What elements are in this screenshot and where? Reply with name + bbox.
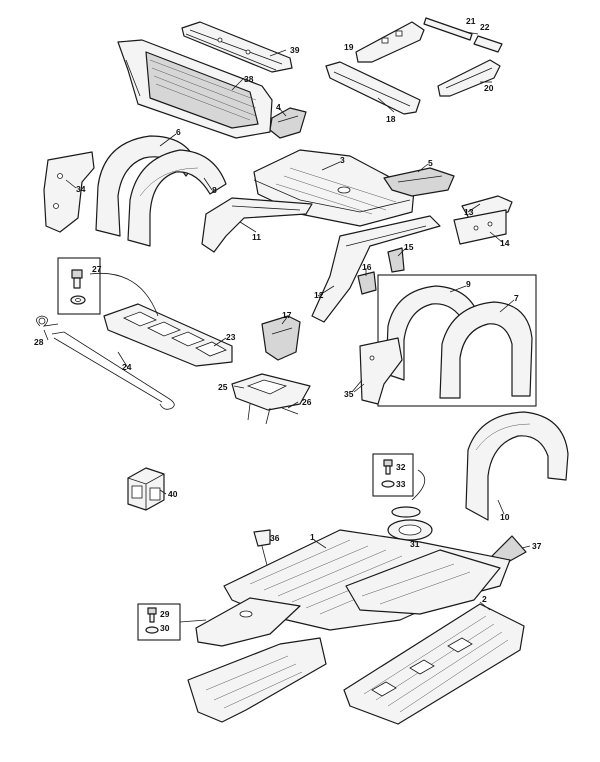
callout-21: 21 xyxy=(466,16,476,26)
front-lower-panel xyxy=(187,637,327,723)
callout-30: 30 xyxy=(160,623,170,633)
callout-8: 8 xyxy=(212,185,217,195)
callout-12: 12 xyxy=(314,290,324,300)
callout-6: 6 xyxy=(176,127,181,137)
sill-member xyxy=(195,597,301,647)
callout-3: 3 xyxy=(340,155,345,165)
callout-17: 17 xyxy=(282,310,292,320)
callout-35: 35 xyxy=(344,389,354,399)
callout-36: 36 xyxy=(270,533,280,543)
callout-27: 27 xyxy=(92,264,102,274)
part-40-cube xyxy=(127,467,165,511)
part-25-clamp xyxy=(231,373,311,425)
part-38-parcel-shelf xyxy=(117,39,273,139)
callout-14: 14 xyxy=(500,238,510,248)
part-10-wheel-arch xyxy=(465,411,569,521)
callout-22: 22 xyxy=(480,22,490,32)
callout-1: 1 xyxy=(310,532,315,542)
callout-labels: 39 38 4 19 21 22 20 18 3 5 6 8 34 11 13 … xyxy=(34,16,542,633)
part-22-rail-end xyxy=(473,35,503,53)
part-39-rear-rail xyxy=(181,21,293,73)
callout-28: 28 xyxy=(34,337,44,347)
part-35-panel xyxy=(359,337,403,405)
part-26-rod xyxy=(281,407,299,415)
part-28-clip xyxy=(36,315,59,327)
callout-19: 19 xyxy=(344,42,354,52)
part-34-side-panel xyxy=(43,151,95,233)
callout-39: 39 xyxy=(290,45,300,55)
part-14-mount xyxy=(453,209,507,245)
part-8-inner-arch xyxy=(127,149,227,247)
callout-4: 4 xyxy=(276,102,281,112)
part-32-fastener-box xyxy=(372,453,414,497)
callout-25: 25 xyxy=(218,382,228,392)
callout-9: 9 xyxy=(466,279,471,289)
part-23-tray xyxy=(103,303,233,367)
wheelarch-group-box xyxy=(359,274,537,407)
part-18-crossmember xyxy=(325,61,421,115)
part-12-member xyxy=(311,215,441,323)
part-16-clip xyxy=(357,271,377,295)
callout-38: 38 xyxy=(244,74,254,84)
callout-37: 37 xyxy=(532,541,542,551)
part-2-floor-panel xyxy=(343,603,525,725)
callout-10: 10 xyxy=(500,512,510,522)
callout-16: 16 xyxy=(362,262,372,272)
part-20-bracket xyxy=(437,59,501,97)
part-27-fastener-box xyxy=(57,257,101,315)
callout-18: 18 xyxy=(386,114,396,124)
callout-34: 34 xyxy=(76,184,86,194)
leader-lines xyxy=(43,31,531,623)
part-29-fastener-box xyxy=(137,603,181,641)
callout-31: 31 xyxy=(410,539,420,549)
callout-26: 26 xyxy=(302,397,312,407)
part-7-outer-arch xyxy=(439,301,533,399)
part-31-grommet xyxy=(387,469,433,541)
part-17-bracket xyxy=(261,315,301,361)
callout-2: 2 xyxy=(482,594,487,604)
callout-20: 20 xyxy=(484,83,494,93)
part-24-rod xyxy=(51,331,175,410)
callout-24: 24 xyxy=(122,362,132,372)
callout-7: 7 xyxy=(514,293,519,303)
callout-40: 40 xyxy=(168,489,178,499)
part-19-cross-bracket xyxy=(355,21,425,63)
callout-29: 29 xyxy=(160,609,170,619)
callout-5: 5 xyxy=(428,158,433,168)
part-5-bracket xyxy=(383,167,455,197)
callout-11: 11 xyxy=(252,232,261,242)
callout-15: 15 xyxy=(404,242,414,252)
callout-23: 23 xyxy=(226,332,236,342)
part-15-clip xyxy=(387,247,405,273)
callout-13: 13 xyxy=(464,207,474,217)
part-11-side-member xyxy=(201,197,313,253)
part-4-bracket xyxy=(269,107,307,139)
part-21-rail xyxy=(423,17,473,41)
callout-32: 32 xyxy=(396,462,406,472)
callout-33: 33 xyxy=(396,479,406,489)
